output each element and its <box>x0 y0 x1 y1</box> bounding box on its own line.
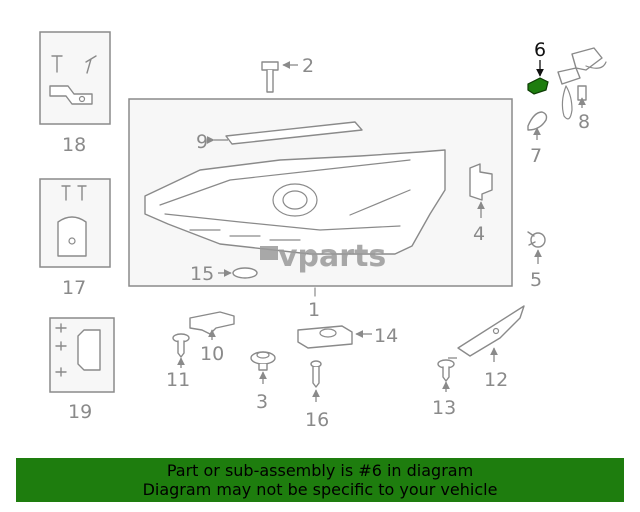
callout-16[interactable]: 16 <box>305 409 329 431</box>
callout-8[interactable]: 8 <box>578 111 590 133</box>
callout-3[interactable]: 3 <box>256 391 268 413</box>
callout-19[interactable]: 19 <box>68 401 92 423</box>
part-12-cover <box>457 305 525 357</box>
part-14-actuator <box>297 325 353 349</box>
callout-5[interactable]: 5 <box>530 269 542 291</box>
inset-box-19 <box>49 317 115 393</box>
callout-10[interactable]: 10 <box>200 343 224 365</box>
part-3-nut <box>250 351 276 371</box>
part-7-bulb <box>527 111 548 131</box>
callout-2[interactable]: 2 <box>302 55 314 77</box>
inset-box-17 <box>39 178 111 268</box>
callout-14[interactable]: 14 <box>374 325 398 347</box>
part-5-clip <box>527 231 546 248</box>
part-4-bracket <box>469 163 493 201</box>
callout-1[interactable]: 1 <box>308 299 320 321</box>
callout-12[interactable]: 12 <box>484 369 508 391</box>
part-10-bracket <box>189 311 235 335</box>
part-11-screw <box>172 333 190 358</box>
callout-13[interactable]: 13 <box>432 397 456 419</box>
svg-text:vparts: vparts <box>278 239 386 274</box>
part-8-socket-harness <box>557 47 607 120</box>
callout-18[interactable]: 18 <box>62 134 86 156</box>
callout-4[interactable]: 4 <box>473 223 485 245</box>
watermark-logo: vparts <box>260 239 386 274</box>
callout-15[interactable]: 15 <box>190 263 214 285</box>
part-2-bolt <box>261 61 279 93</box>
part-9-trim-strip <box>225 121 363 145</box>
part-6-bulb-highlighted[interactable] <box>527 77 549 95</box>
callout-9[interactable]: 9 <box>196 131 208 153</box>
banner-line-1: Part or sub-assembly is #6 in diagram <box>166 461 474 480</box>
callout-6[interactable]: 6 <box>534 39 546 61</box>
info-banner: Part or sub-assembly is #6 in diagram Di… <box>16 458 624 502</box>
banner-line-2: Diagram may not be specific to your vehi… <box>142 480 498 499</box>
headlamp-body <box>144 149 446 255</box>
inset-box-18 <box>39 31 111 125</box>
part-15-seal <box>232 267 258 279</box>
callout-17[interactable]: 17 <box>62 277 86 299</box>
part-13-screw <box>437 359 455 382</box>
callout-11[interactable]: 11 <box>166 369 190 391</box>
part-16-screw <box>310 360 322 388</box>
callout-7[interactable]: 7 <box>530 145 542 167</box>
